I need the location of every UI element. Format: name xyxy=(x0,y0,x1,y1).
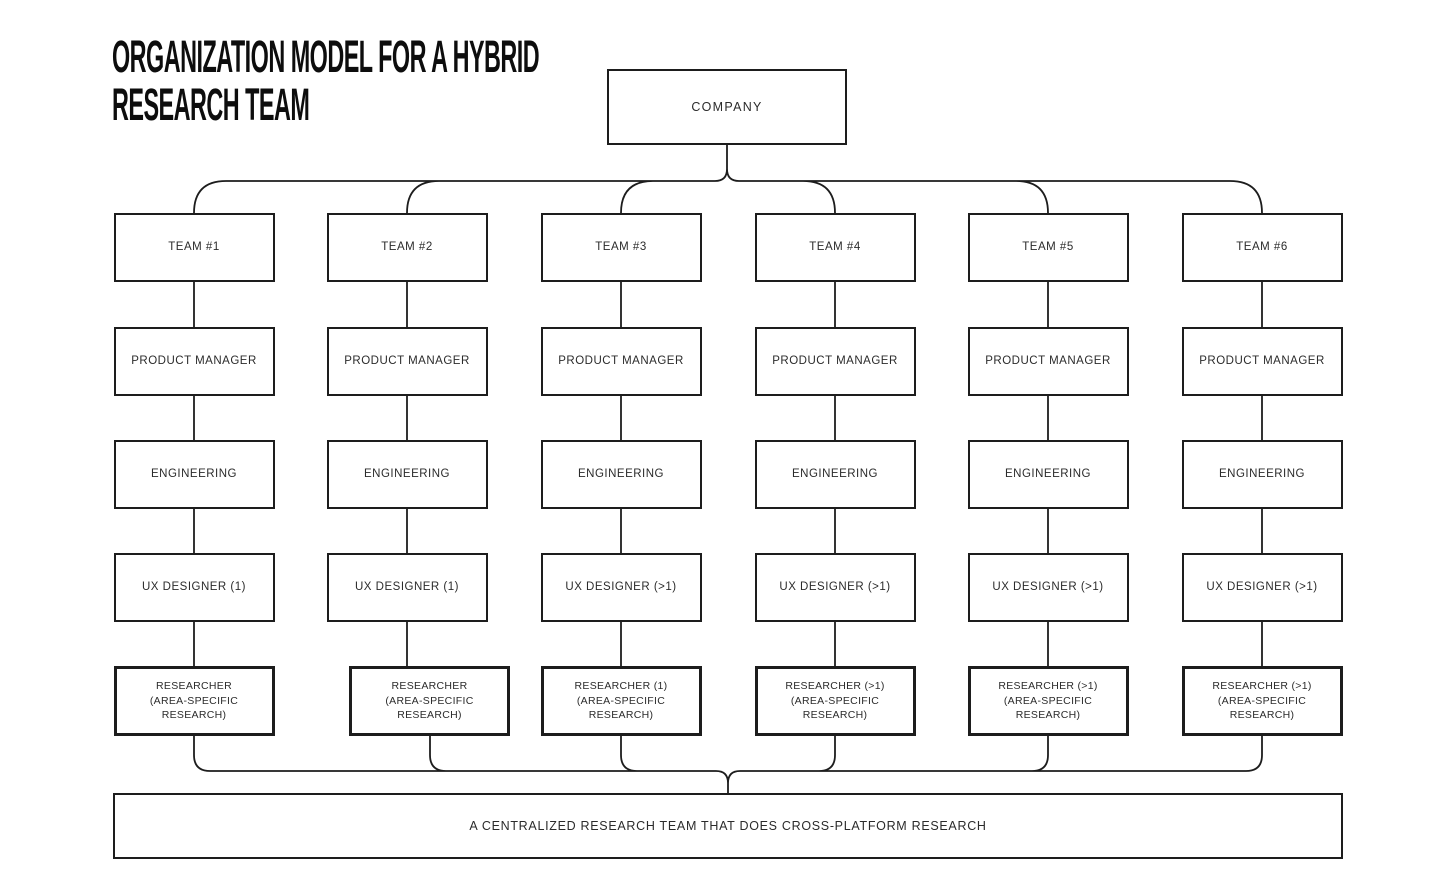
ux-designer-box: UX DESIGNER (1) xyxy=(113,553,275,622)
engineering-box: ENGINEERING xyxy=(326,440,488,509)
researcher-label-line2: (AREA-SPECIFIC RESEARCH) xyxy=(576,694,666,722)
researcher-label-line2: (AREA-SPECIFIC RESEARCH) xyxy=(149,694,239,722)
product-manager-box: PRODUCT MANAGER xyxy=(754,327,916,396)
researcher-box: RESEARCHER (>1) (AREA-SPECIFIC RESEARCH) xyxy=(967,666,1129,736)
engineering-box: ENGINEERING xyxy=(967,440,1129,509)
researcher-box: RESEARCHER (1) (AREA-SPECIFIC RESEARCH) xyxy=(540,666,702,736)
central-research-team-label: A CENTRALIZED RESEARCH TEAM THAT DOES CR… xyxy=(469,818,987,833)
researcher-label-line1: RESEARCHER (>1) xyxy=(998,679,1098,692)
team-box: TEAM #1 xyxy=(113,213,275,282)
product-manager-box: PRODUCT MANAGER xyxy=(326,327,488,396)
page-title-line2: RESEARCH TEAM xyxy=(112,79,310,130)
team-box: TEAM #5 xyxy=(967,213,1129,282)
team-box: TEAM #3 xyxy=(540,213,702,282)
ux-designer-box: UX DESIGNER (>1) xyxy=(540,553,702,622)
product-manager-box: PRODUCT MANAGER xyxy=(967,327,1129,396)
researcher-label-line2: (AREA-SPECIFIC RESEARCH) xyxy=(385,694,474,722)
engineering-box: ENGINEERING xyxy=(113,440,275,509)
team-box: TEAM #6 xyxy=(1181,213,1343,282)
researcher-box: RESEARCHER (AREA-SPECIFIC RESEARCH) xyxy=(349,666,510,736)
page-title: ORGANIZATION MODEL FOR A HYBRID RESEARCH… xyxy=(112,31,540,130)
researcher-label-line1: RESEARCHER (1) xyxy=(574,679,668,692)
team-box: TEAM #2 xyxy=(326,213,488,282)
product-manager-box: PRODUCT MANAGER xyxy=(540,327,702,396)
researcher-box: RESEARCHER (AREA-SPECIFIC RESEARCH) xyxy=(113,666,275,736)
researcher-label-line1: RESEARCHER xyxy=(156,679,232,692)
researcher-box: RESEARCHER (>1) (AREA-SPECIFIC RESEARCH) xyxy=(1181,666,1343,736)
product-manager-box: PRODUCT MANAGER xyxy=(1181,327,1343,396)
engineering-box: ENGINEERING xyxy=(540,440,702,509)
ux-designer-box: UX DESIGNER (1) xyxy=(326,553,488,622)
researcher-label-line2: (AREA-SPECIFIC RESEARCH) xyxy=(1003,694,1093,722)
company-box: COMPANY xyxy=(607,69,847,145)
engineering-box: ENGINEERING xyxy=(754,440,916,509)
page-title-line1: ORGANIZATION MODEL FOR A HYBRID xyxy=(112,31,540,82)
researcher-label-line1: RESEARCHER (>1) xyxy=(1212,679,1312,692)
ux-designer-box: UX DESIGNER (>1) xyxy=(1181,553,1343,622)
team-box: TEAM #4 xyxy=(754,213,916,282)
researcher-label-line2: (AREA-SPECIFIC RESEARCH) xyxy=(1217,694,1307,722)
researcher-label-line2: (AREA-SPECIFIC RESEARCH) xyxy=(790,694,880,722)
company-label: COMPANY xyxy=(691,99,763,114)
ux-designer-box: UX DESIGNER (>1) xyxy=(967,553,1129,622)
researcher-box: RESEARCHER (>1) (AREA-SPECIFIC RESEARCH) xyxy=(754,666,916,736)
researcher-label-line1: RESEARCHER (>1) xyxy=(785,679,885,692)
ux-designer-box: UX DESIGNER (>1) xyxy=(754,553,916,622)
researcher-label-line1: RESEARCHER xyxy=(391,679,468,692)
central-research-team-box: A CENTRALIZED RESEARCH TEAM THAT DOES CR… xyxy=(113,793,1343,859)
engineering-box: ENGINEERING xyxy=(1181,440,1343,509)
product-manager-box: PRODUCT MANAGER xyxy=(113,327,275,396)
